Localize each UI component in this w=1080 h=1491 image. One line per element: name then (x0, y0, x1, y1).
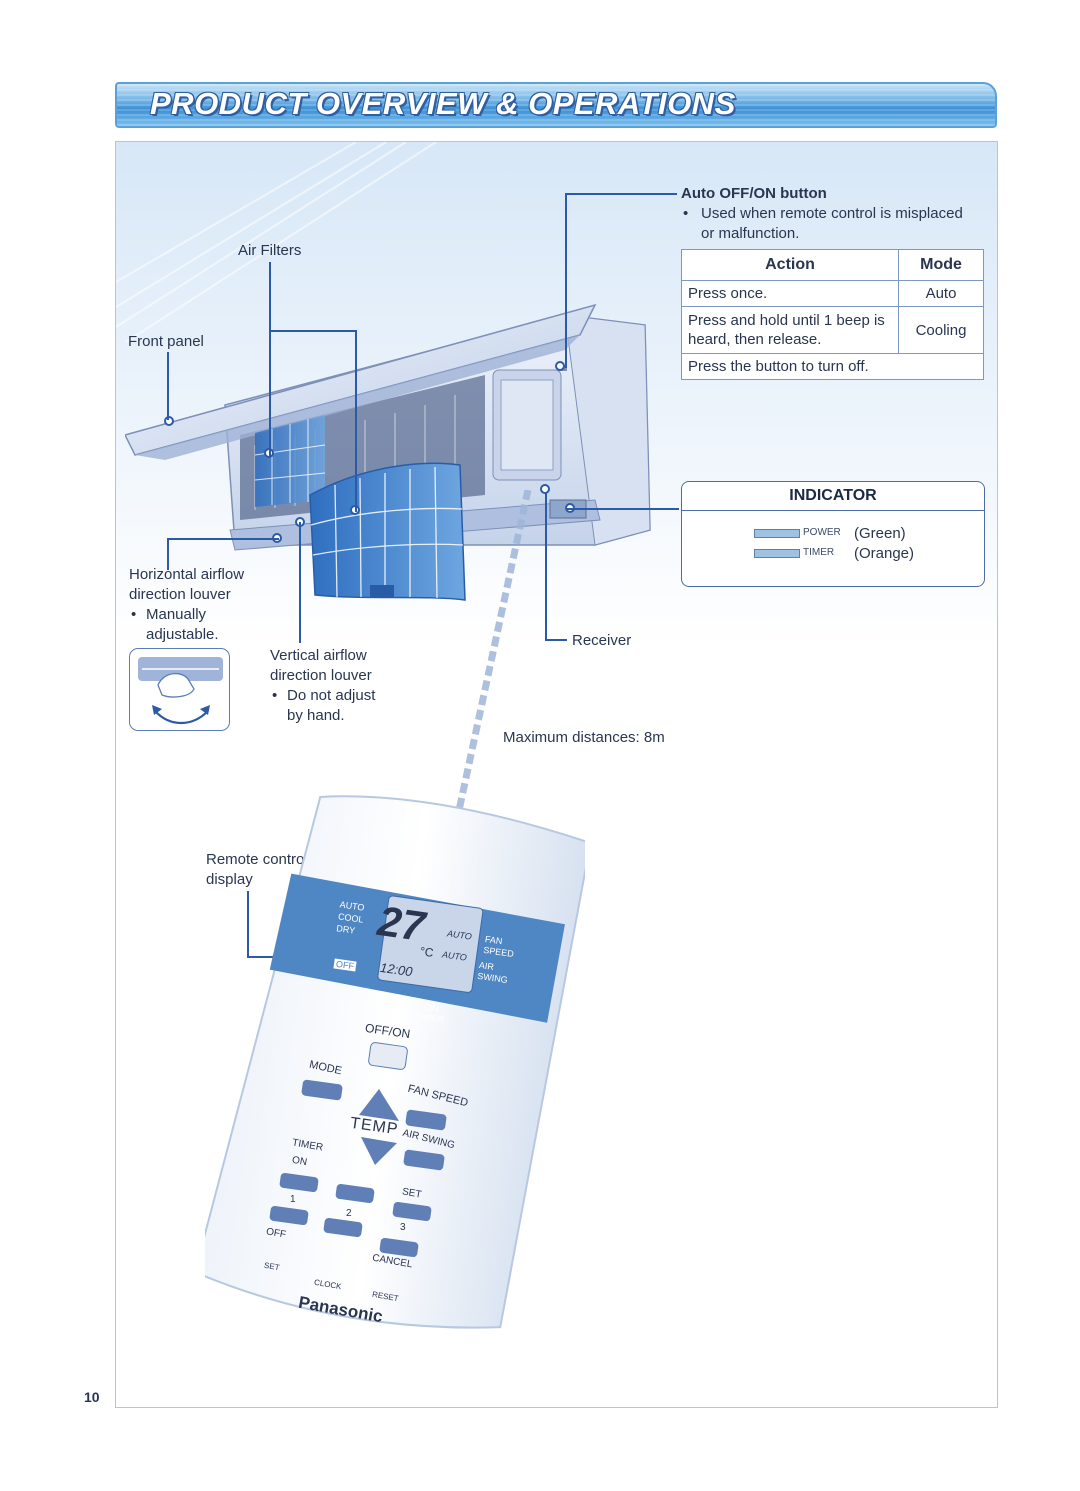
horizontal-bullet-line1: Manually (146, 606, 207, 623)
vertical-bullet-dot: • (272, 687, 278, 704)
horizontal-bullet-line2: adjustable. (146, 626, 219, 643)
receiver-label: Receiver (572, 632, 632, 649)
vertical-bullet-line2: by hand. (287, 707, 345, 724)
indicator-title: INDICATOR (789, 487, 877, 504)
remote-off-timer-label: OFF TIMER (362, 988, 393, 1012)
remote-temp-readout: 27 (375, 896, 428, 951)
temp-up-icon[interactable] (359, 1089, 399, 1121)
callout-air-filters-branch (269, 330, 357, 512)
remote-number-1: 1 (290, 1194, 296, 1205)
timer-lamp-color: (Orange) (854, 545, 915, 562)
power-lamp-icon (754, 529, 800, 538)
callout-front-panel (167, 352, 169, 420)
remote-number-3: 3 (400, 1222, 406, 1233)
callout-air-filters (269, 262, 271, 456)
manual-louver-illustration (129, 648, 230, 731)
indicator-divider (682, 510, 984, 511)
timer-lamp-icon (754, 549, 800, 558)
hand-adjust-icon (138, 657, 223, 724)
remote-air-swing-label: AIR SWING (477, 960, 510, 986)
remote-mode-list: AUTO COOL DRY (336, 898, 366, 937)
action-column-header: Action (681, 249, 899, 281)
callout-horizontal-louver (167, 538, 279, 570)
power-lamp-tag: POWER (803, 527, 841, 538)
auto-button-heading: Auto OFF/ON button (681, 185, 827, 202)
timer-lamp-tag: TIMER (803, 547, 835, 558)
vertical-louver-label-line2: direction louver (270, 667, 372, 684)
action-cell: Press and hold until 1 beep is heard, th… (681, 306, 899, 354)
horizontal-louver-label-line2: direction louver (129, 586, 231, 603)
page-title: PRODUCT OVERVIEW & OPERATIONS (150, 86, 736, 121)
mode-table-header: Action Mode (681, 249, 984, 281)
table-row: Press the button to turn off. (681, 353, 984, 380)
auto-bullet-line1: Used when remote control is misplaced (701, 205, 963, 222)
infrared-beam (454, 490, 532, 816)
callout-receiver (545, 492, 567, 641)
table-row: Press and hold until 1 beep is heard, th… (681, 306, 984, 354)
mode-cell: Cooling (898, 306, 984, 354)
indicator-box (681, 481, 985, 587)
action-cell: Press once. (681, 280, 899, 307)
max-distance-label: Maximum distances: 8m (503, 729, 665, 746)
remote-display-label-line2: display (206, 871, 253, 888)
temp-down-icon[interactable] (361, 1137, 397, 1165)
horizontal-louver-label-line1: Horizontal airflow (129, 566, 245, 583)
callout-auto-button (565, 193, 677, 368)
mode-cell: Auto (898, 280, 984, 307)
indoor-unit-illustration (125, 303, 651, 601)
remote-on-timer-label: ON TIMER (416, 1001, 447, 1025)
callout-indicator (567, 508, 679, 511)
vertical-bullet-line1: Do not adjust (287, 687, 376, 704)
remote-display-label-line1: Remote control (206, 851, 308, 868)
horizontal-bullet-dot: • (131, 606, 137, 623)
page-number: 10 (84, 1389, 100, 1405)
front-panel-label: Front panel (128, 333, 204, 350)
auto-bullet-line2: or malfunction. (701, 225, 800, 242)
auto-bullet-dot: • (683, 205, 689, 222)
mode-column-header: Mode (898, 249, 984, 281)
remote-number-2: 2 (346, 1208, 352, 1219)
remote-timer-on-label: ON (291, 1154, 308, 1169)
remote-temp-arrows (359, 1089, 399, 1165)
mode-table: Action Mode Press once. Auto Press and h… (681, 249, 984, 380)
callout-vertical-louver (299, 522, 301, 643)
remote-temp-unit: °C (419, 944, 435, 960)
power-lamp-color: (Green) (854, 525, 906, 542)
title-banner (115, 82, 997, 128)
remote-offon-button[interactable] (367, 1041, 409, 1071)
table-row: Press once. Auto (681, 280, 984, 307)
action-cell: Press the button to turn off. (681, 353, 984, 380)
remote-fan-speed-label: FAN SPEED (483, 934, 516, 960)
light-streaks (116, 142, 437, 343)
vertical-louver-label-line1: Vertical airflow (270, 647, 367, 664)
action-line: Press and hold until 1 beep is (688, 312, 885, 329)
action-line: heard, then release. (688, 331, 822, 348)
air-filters-label: Air Filters (238, 242, 302, 259)
